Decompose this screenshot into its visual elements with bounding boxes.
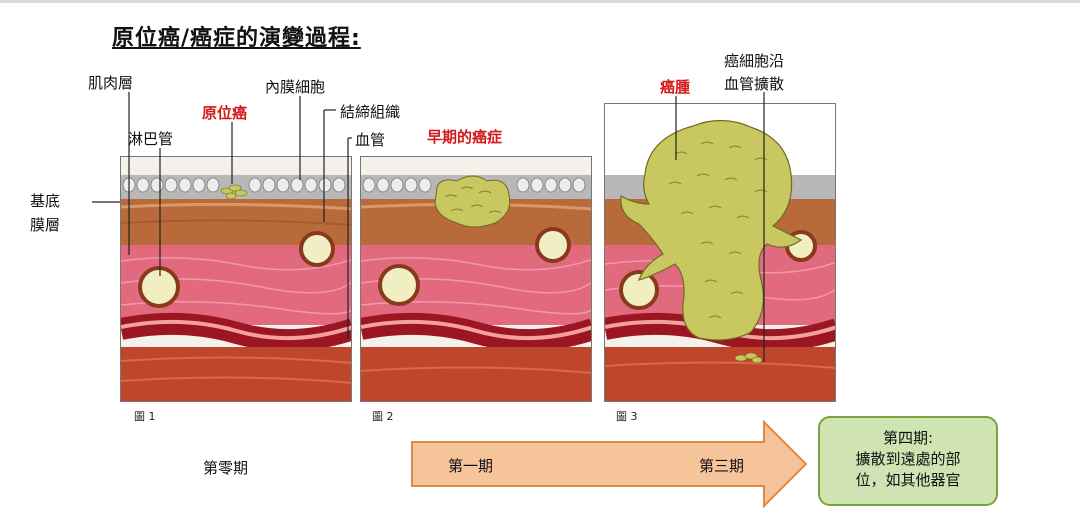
figure-label-1: 圖 1	[134, 410, 156, 423]
label-endothelial-cells: 內膜細胞	[265, 78, 326, 96]
stage-four-line-1: 擴散到遠處的部	[855, 450, 961, 468]
label-connective-tissue: 結締組織	[340, 103, 401, 121]
label-basement-membrane-2: 膜層	[30, 216, 61, 234]
label-spread-1: 癌細胞沿	[724, 52, 785, 70]
stage-four-title: 第四期:	[882, 429, 934, 447]
label-spread-2: 血管擴散	[724, 75, 785, 93]
label-muscle-layer: 肌肉層	[88, 74, 134, 92]
tissue-panel-1	[120, 156, 352, 402]
label-lymph-vessel: 淋巴管	[128, 130, 174, 148]
tissue-panel-3	[604, 103, 836, 402]
stage-three-label: 第三期	[699, 457, 745, 475]
stage-progress-arrow	[411, 420, 808, 508]
label-carcinoma-in-situ: 原位癌	[202, 104, 248, 122]
figure-label-2: 圖 2	[372, 410, 394, 423]
figure-label-3: 圖 3	[616, 410, 638, 423]
label-tumor: 癌腫	[660, 78, 691, 96]
stage-four-box: 第四期: 擴散到遠處的部 位，如其他器官	[818, 416, 998, 506]
top-divider	[0, 0, 1080, 3]
stage-four-line-2: 位，如其他器官	[855, 471, 961, 489]
tissue-panel-2	[360, 156, 592, 402]
page-title: 原位癌/癌症的演變過程:	[112, 26, 361, 51]
label-early-cancer: 早期的癌症	[427, 128, 503, 146]
label-basement-membrane-1: 基底	[30, 192, 61, 210]
stage-one-label: 第一期	[448, 457, 494, 475]
label-blood-vessel: 血管	[355, 131, 386, 149]
stage-zero-label: 第零期	[203, 459, 249, 477]
